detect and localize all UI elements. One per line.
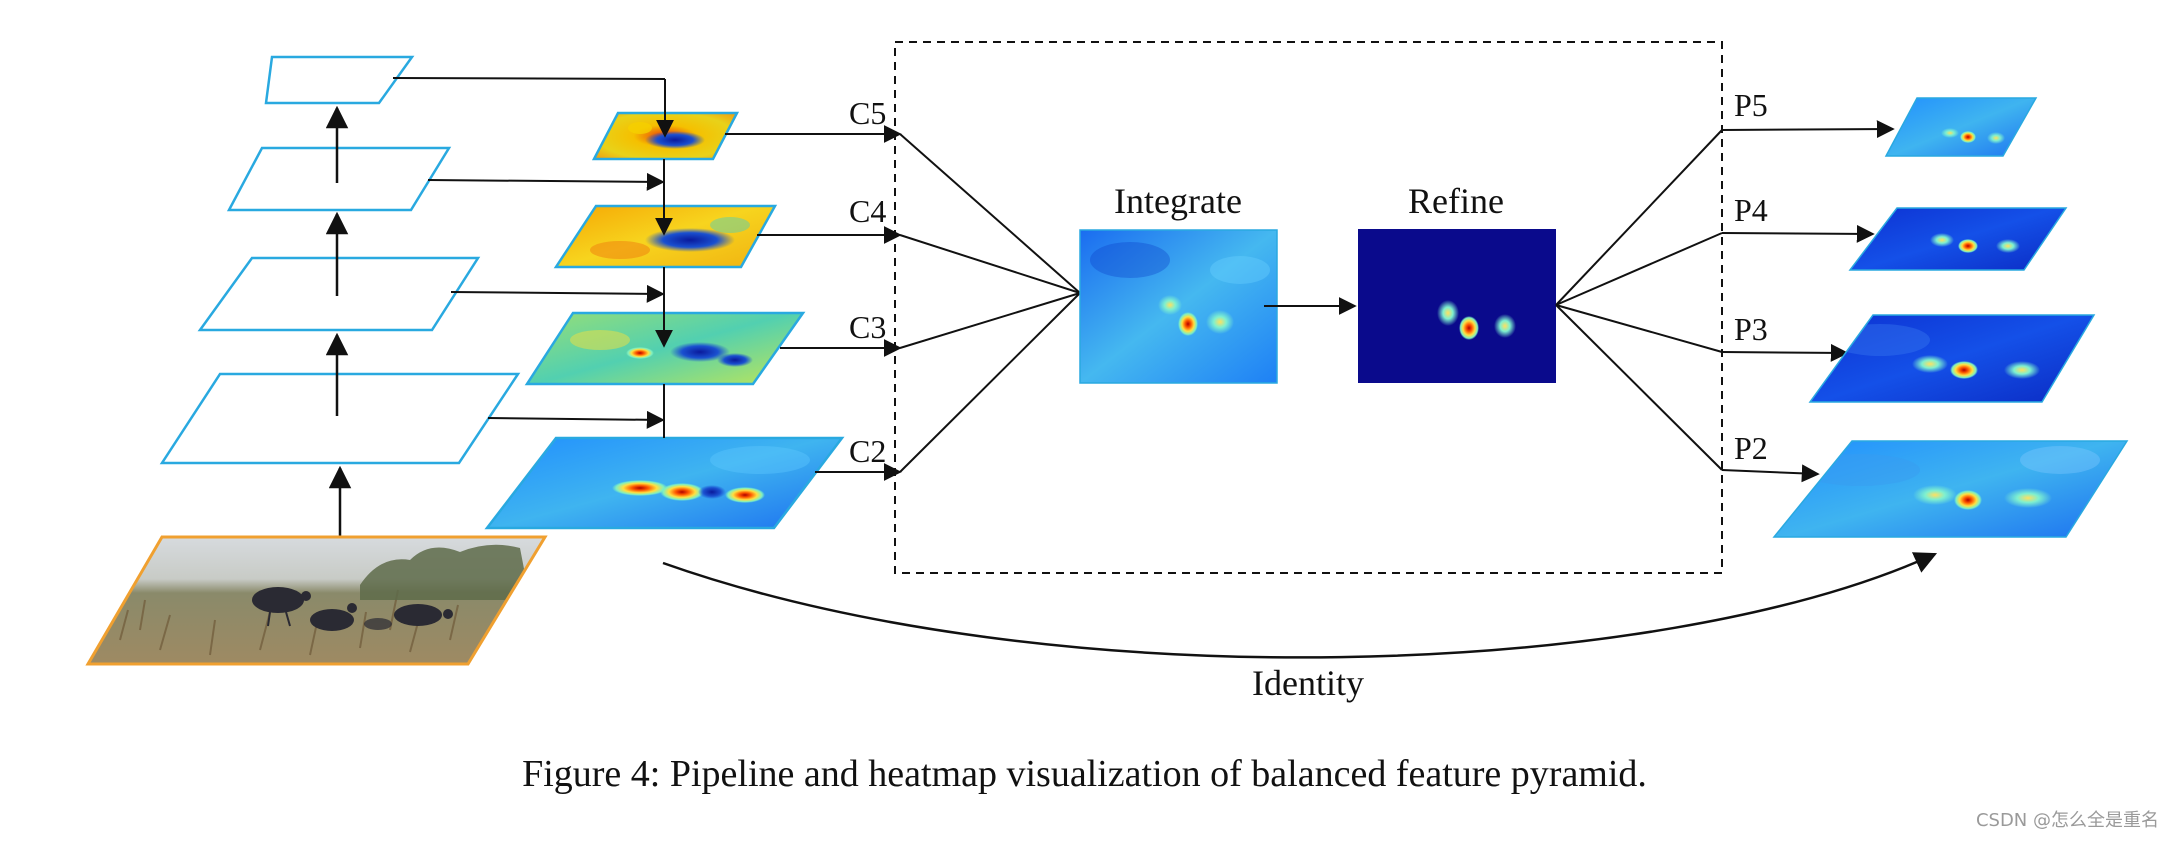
backbone-level-4 [159, 372, 521, 465]
backbone-level-2 [226, 146, 452, 212]
backbone-level-3 [197, 256, 481, 332]
label-p2: P2 [1734, 430, 1768, 466]
heatmap-p3 [1808, 314, 2096, 403]
label-c5: C5 [849, 95, 886, 131]
backbone-pyramid [159, 55, 521, 576]
integrate-heatmap: Integrate [1079, 181, 1278, 384]
heatmap-p5 [1884, 97, 2038, 157]
integrate-label: Integrate [1114, 181, 1242, 221]
input-image [85, 535, 548, 666]
diverge-lines [1555, 129, 1723, 471]
output-connections: P5 P4 P3 P2 [1721, 87, 1895, 483]
figure-caption: Figure 4: Pipeline and heatmap visualiza… [522, 753, 1647, 795]
lateral-arrow-2 [427, 172, 665, 191]
lateral-heatmaps [392, 77, 845, 530]
heatmap-c4 [553, 204, 778, 269]
watermark: CSDN @怎么全是重名 [1975, 810, 2159, 831]
heatmap-c2 [484, 436, 845, 530]
identity-label: Identity [1252, 663, 1364, 703]
identity-arrow [662, 552, 1938, 659]
input-connections: C5 C4 C3 C2 [725, 95, 902, 481]
label-c2: C2 [849, 433, 886, 469]
refine-heatmap: Refine [1358, 181, 1556, 383]
label-p4: P4 [1734, 192, 1768, 228]
label-p5: P5 [1734, 87, 1768, 123]
converge-lines [899, 133, 1081, 473]
backbone-level-1 [264, 55, 415, 105]
label-c4: C4 [849, 193, 886, 229]
label-p3: P3 [1734, 311, 1768, 347]
birds [252, 587, 453, 631]
lateral-arrow-4 [487, 410, 665, 429]
label-c3: C3 [849, 309, 886, 345]
balanced-module-box [894, 41, 1723, 574]
refine-label: Refine [1408, 181, 1504, 221]
heatmap-p2 [1772, 440, 2129, 538]
output-heatmaps [1772, 97, 2129, 538]
lateral-arrow-3 [450, 284, 665, 303]
heatmap-p4 [1848, 207, 2068, 271]
